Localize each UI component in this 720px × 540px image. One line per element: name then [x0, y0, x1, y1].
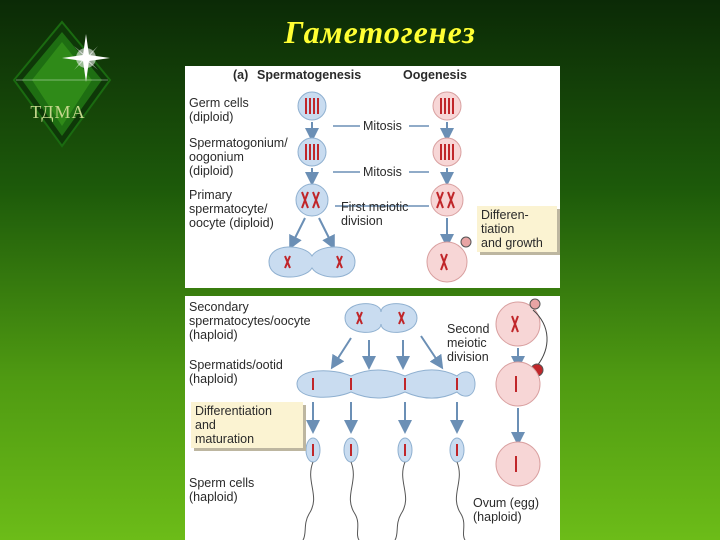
- bottom-panel-drawing: [296, 298, 548, 540]
- spermatogenesis-oogenesis-panel-top: (a) Spermatogenesis Oogenesis Germ cells…: [185, 66, 560, 288]
- label-diff-growth: Differen- tiation and growth: [477, 206, 557, 252]
- germ-cell-sperm: [297, 91, 327, 121]
- label-spermatogonium: Spermatogonium/ oogonium (diploid): [189, 136, 288, 178]
- col-spermatogenesis: Spermatogenesis: [257, 68, 362, 82]
- secondary-oocyte: [495, 298, 541, 347]
- germ-cell-egg: [432, 91, 462, 121]
- label-primary: Primary spermatocyte/ oocyte (diploid): [189, 188, 274, 230]
- label-sperm-cells: Sperm cells (haploid): [189, 476, 255, 504]
- label-spermatids: Spermatids/ootid (haploid): [189, 358, 283, 386]
- ovum-cell: [495, 441, 541, 487]
- part-label: (a): [233, 68, 249, 82]
- primary-spermatocyte-cell: [295, 183, 329, 217]
- top-panel-drawing: [268, 91, 472, 283]
- logo-text: ТДМА: [30, 102, 86, 122]
- spermatogenesis-oogenesis-panel-bottom: Secondary spermatocytes/oocyte (haploid)…: [185, 296, 560, 540]
- logo: ТДМА: [6, 18, 126, 150]
- label-mitosis-1: Mitosis: [363, 119, 402, 133]
- col-oogenesis: Oogenesis: [403, 68, 467, 82]
- label-second-meiotic: Second meiotic division: [447, 322, 490, 364]
- star-sparkle-icon: [62, 34, 110, 82]
- label-secondary: Secondary spermatocytes/oocyte (haploid): [189, 300, 311, 342]
- logo-emblem: [12, 20, 112, 148]
- primary-oocyte-cell: [430, 183, 464, 217]
- spermatids-cells: [296, 369, 476, 399]
- ootid-cell: [495, 361, 541, 407]
- label-ovum: Ovum (egg) (haploid): [473, 496, 539, 524]
- spermatogonium-cell: [297, 137, 327, 167]
- growing-oocyte: [426, 236, 472, 283]
- sperm-cells: [302, 437, 466, 540]
- label-diff-maturation: Differentiation and maturation: [191, 402, 303, 448]
- slide-title: Гаметогенез: [284, 14, 476, 50]
- label-germ-cells: Germ cells (diploid): [189, 96, 249, 124]
- label-first-meiotic: First meiotic division: [341, 200, 409, 228]
- oogonium-cell: [432, 137, 462, 167]
- dividing-spermatocyte: [268, 246, 356, 278]
- secondary-spermatocytes: [344, 303, 418, 333]
- label-mitosis-2: Mitosis: [363, 165, 402, 179]
